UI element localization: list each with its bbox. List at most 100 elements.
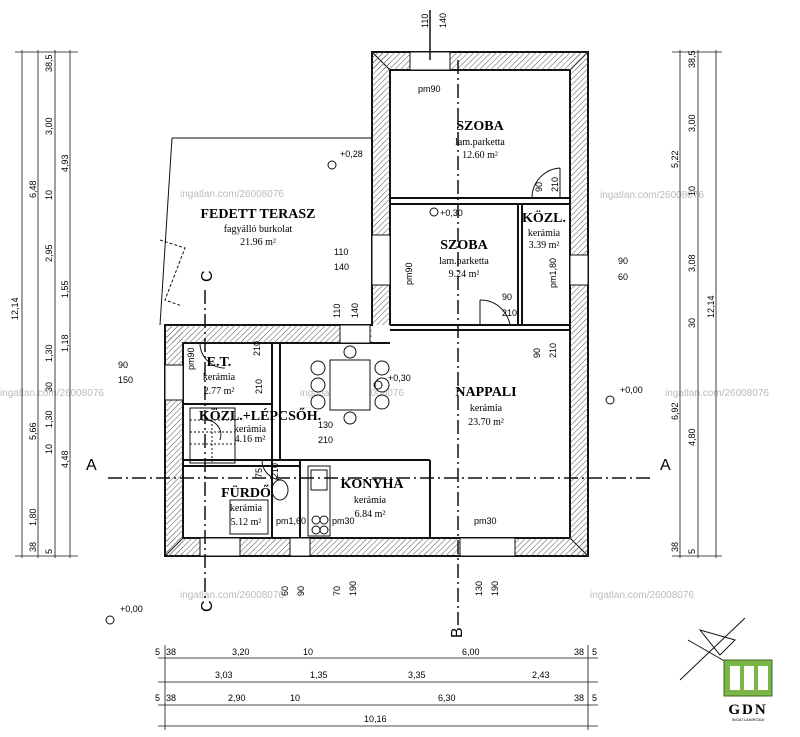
dim-label: 2,95	[44, 244, 54, 262]
room-label-living: NAPPALI kerámia 23.70 m²	[455, 385, 516, 428]
room-area: 21.96 m²	[240, 237, 276, 248]
section-label-c: C	[199, 600, 216, 612]
watermark: ingatlan.com/26008076	[180, 189, 284, 200]
opening-label: pm30	[474, 516, 497, 526]
room-area: 3.39 m²	[529, 240, 560, 251]
dim-label: 130	[474, 581, 484, 596]
dim-label: 190	[490, 581, 500, 596]
dim-label: 12,14	[706, 295, 716, 318]
partitions	[183, 197, 570, 538]
room-name: KÖZL.+LÉPCSŐH.	[199, 407, 321, 424]
logo-name: GDN	[728, 702, 767, 718]
dim-label: 3,20	[232, 647, 250, 657]
room-name: SZOBA	[440, 238, 488, 253]
watermark: ingatlan.com/26008076	[0, 388, 104, 399]
dim-label: 190	[348, 581, 358, 596]
dim-label: 12,14	[10, 297, 20, 320]
section-label-a: A	[86, 457, 97, 474]
door-swing	[479, 299, 511, 326]
dim-label: 5	[155, 647, 160, 657]
level-label: +0,28	[340, 149, 363, 159]
room-name: NAPPALI	[455, 385, 516, 400]
room-label-kitchen: KONYHA kerámia 6.84 m²	[341, 477, 405, 520]
room-floor: kerámia	[470, 403, 503, 414]
dim-label: 90	[118, 360, 128, 370]
dim-label: 6,00	[462, 647, 480, 657]
dim-label: 210	[318, 435, 333, 445]
dim-label: 1,55	[60, 280, 70, 298]
dim-label: 30	[44, 382, 54, 392]
dim-label: 5	[687, 549, 697, 554]
dim-label: 38,5	[44, 54, 54, 72]
watermark: ingatlan.com/26008076	[665, 388, 769, 399]
dim-label: 210	[254, 379, 264, 394]
opening-label: pm90	[186, 347, 196, 370]
dim-label: 10	[44, 444, 54, 454]
dim-label: 5	[155, 693, 160, 703]
dim-label: 5	[592, 647, 597, 657]
room-area: 23.70 m²	[468, 417, 504, 428]
opening-label: pm90	[404, 262, 414, 285]
dim-label: 1,35	[310, 670, 328, 680]
left-dimension-lines	[15, 50, 78, 558]
room-floor: lam.parketta	[439, 256, 489, 267]
dim-label: 38	[574, 693, 584, 703]
dim-label: 38	[574, 647, 584, 657]
window	[569, 254, 589, 286]
room-label-stairs: KÖZL.+LÉPCSŐH. kerámia 4.16 m²	[199, 407, 321, 445]
dim-label: 90	[534, 182, 544, 192]
dim-label: 38,5	[687, 50, 697, 68]
dim-label: 140	[350, 303, 360, 318]
dim-label: 6,92	[670, 402, 680, 420]
window	[459, 537, 516, 557]
room-label-room1: SZOBA lam.parketta 12.60 m²	[455, 119, 505, 161]
dim-label: 90	[532, 348, 542, 358]
dim-label: 5	[44, 549, 54, 554]
dim-label: 60	[280, 586, 290, 596]
level-label: +0,00	[620, 385, 643, 395]
dim-label: 3,35	[408, 670, 426, 680]
dim-label: 210	[252, 341, 262, 356]
opening-label: pm30	[332, 516, 355, 526]
dim-label: 70	[332, 586, 342, 596]
dim-label: 130	[318, 420, 333, 430]
dim-label: 4,93	[60, 154, 70, 172]
room-label-terrace: FEDETT TERASZ fagyálló burkolat 21.96 m²	[200, 207, 315, 248]
dim-label: 60	[618, 272, 628, 282]
room-area: 6.84 m²	[355, 509, 386, 520]
level-label: +0,30	[440, 208, 463, 218]
dim-label: 38	[166, 693, 176, 703]
dim-label: 3,03	[215, 670, 233, 680]
right-dimensions-outer: 38,5 5,22 12,14 6,92 38	[670, 50, 716, 552]
dim-label: 5	[592, 693, 597, 703]
right-dimensions-inner: 3,00 10 3,08 30 4,80 5	[687, 114, 697, 554]
room-area: 9.24 m²	[449, 269, 480, 280]
section-label-c: C	[199, 270, 216, 282]
section-label-a: A	[660, 457, 671, 474]
window	[199, 537, 241, 557]
inner-dimensions: 110 140 110 140 110 140 90 60 90 150 90 …	[118, 13, 628, 596]
dim-label: 10	[290, 693, 300, 703]
window	[371, 234, 391, 286]
dim-label: 1,18	[60, 334, 70, 352]
watermark: ingatlan.com/26008076	[600, 190, 704, 201]
dim-label: 10	[303, 647, 313, 657]
window	[289, 537, 311, 557]
bottom-dimensions-row3: 5 38 2,90 10 6,30 38 5	[155, 693, 597, 703]
window	[164, 364, 184, 401]
dim-label: 1,80	[28, 508, 38, 526]
dim-label: 210	[270, 463, 280, 478]
dim-label: 90	[618, 256, 628, 266]
dim-label: 2,43	[532, 670, 550, 680]
room-floor: kerámia	[528, 228, 561, 239]
opening-label: pm90	[418, 84, 441, 94]
room-name: FÜRDŐ	[221, 484, 271, 501]
staircase	[189, 407, 236, 464]
logo-tagline: INGATLANIRODA	[732, 717, 765, 722]
dim-label: 2,90	[228, 693, 246, 703]
room-area: 4.16 m²	[235, 434, 266, 445]
bottom-dimensions-row2: 3,03 1,35 3,35 2,43	[215, 670, 550, 680]
room-name: E.T.	[207, 355, 232, 370]
dim-label: 210	[548, 343, 558, 358]
room-floor: kerámia	[234, 424, 267, 435]
